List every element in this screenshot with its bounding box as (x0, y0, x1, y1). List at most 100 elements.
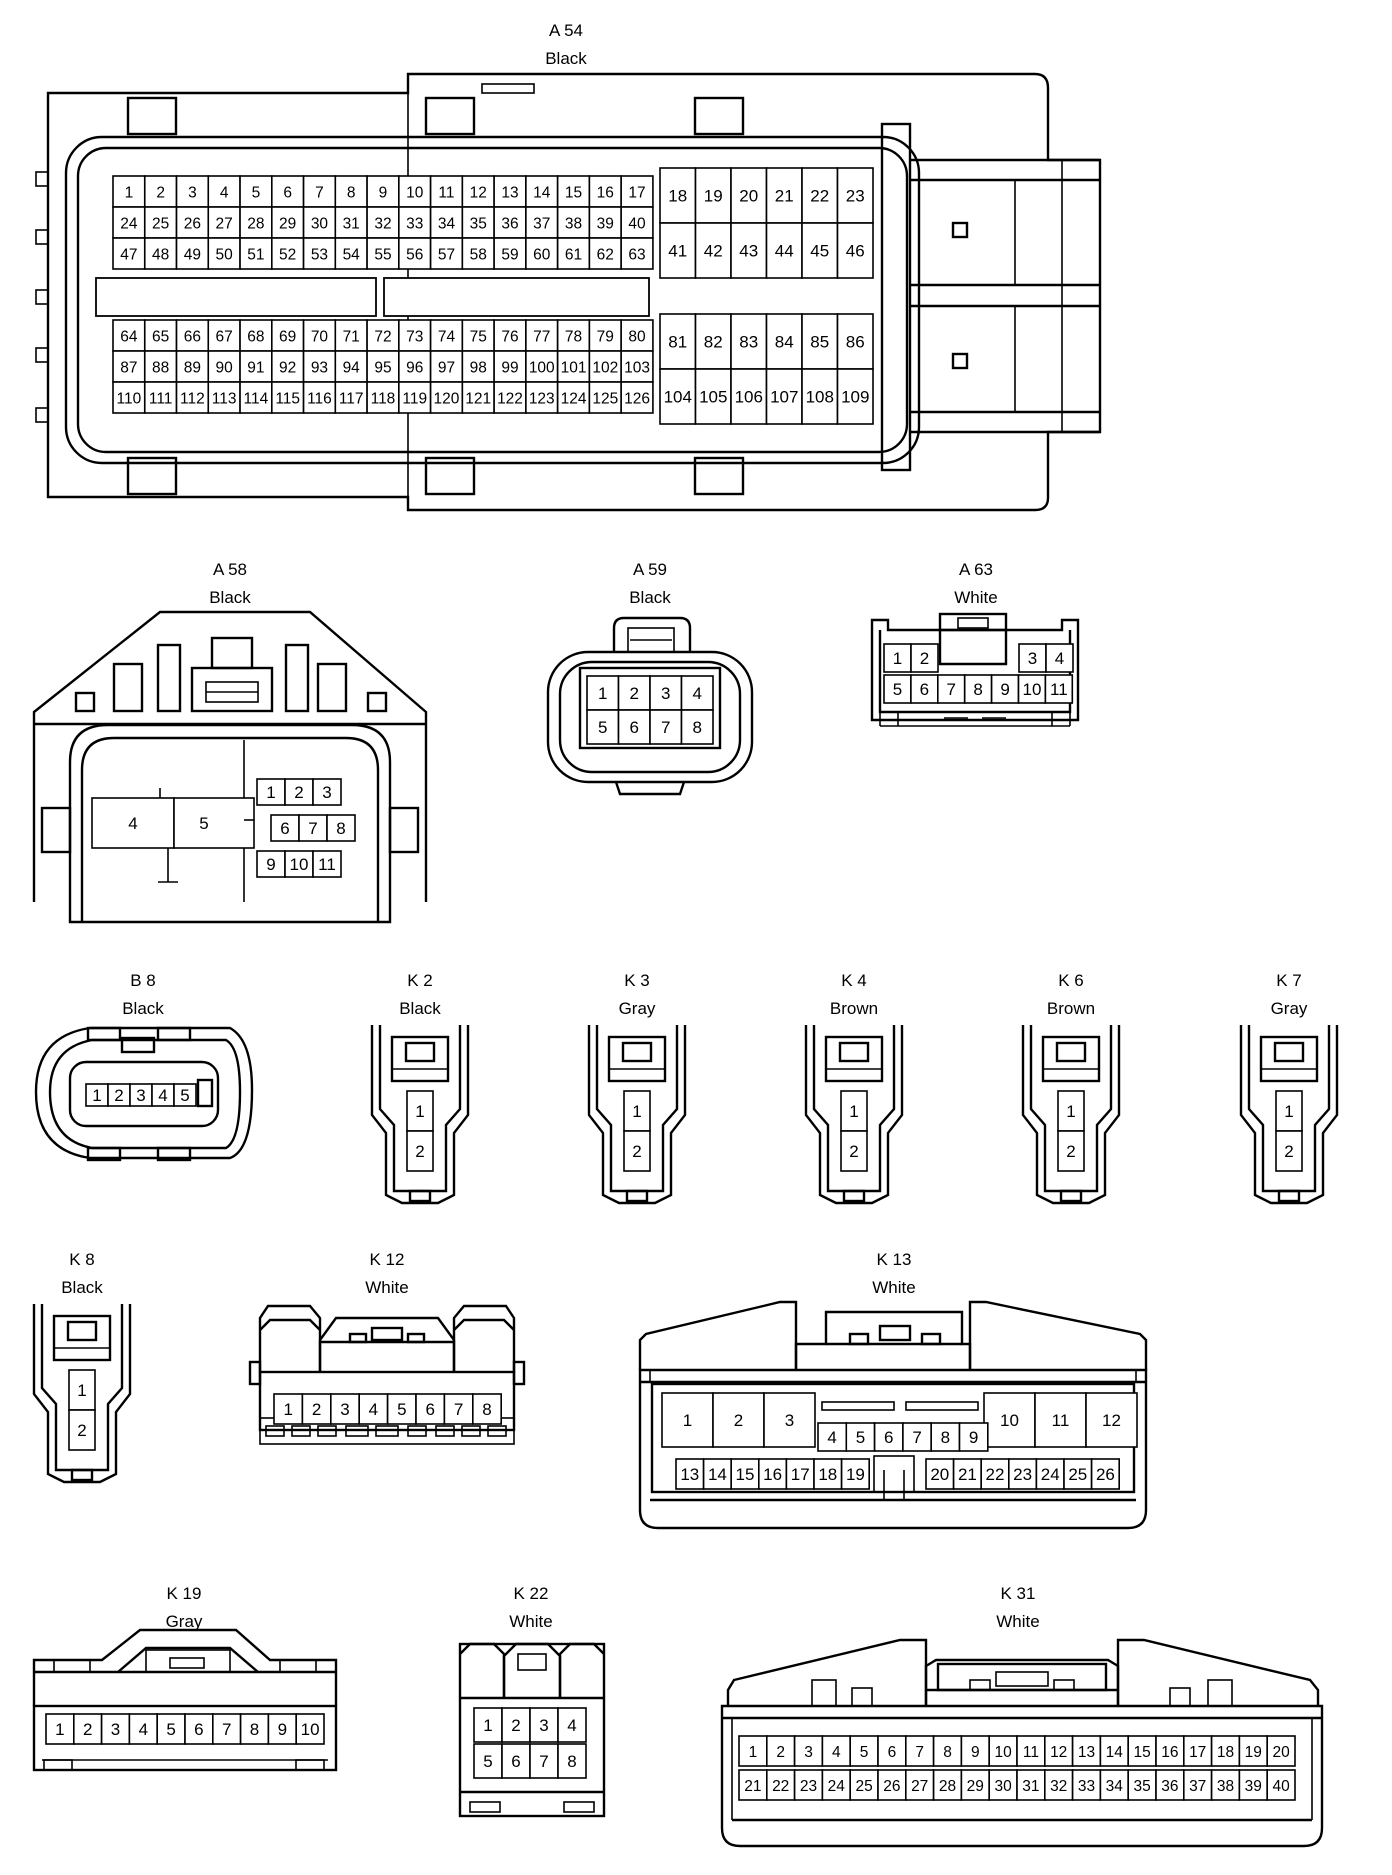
pin-number: 7 (661, 718, 670, 737)
pin-number: 115 (275, 391, 300, 408)
pin-number: 58 (470, 247, 487, 264)
connector-label: K 4 (841, 971, 867, 990)
pin-cell: 26 (877, 1769, 907, 1801)
pin-cell: 3 (312, 778, 342, 806)
pin-number: 5 (180, 1086, 189, 1105)
pin-number: 90 (216, 360, 234, 377)
pin-number: 9 (278, 1720, 287, 1739)
pin-number: 34 (1106, 1778, 1124, 1795)
pin-number: 10 (406, 185, 424, 202)
connector-label: K 13 (877, 1250, 912, 1269)
pin-cell: 17 (785, 1458, 815, 1490)
pin-cell: 13 (675, 1458, 705, 1490)
pin-cell: 55 (366, 237, 400, 270)
pin-number: 21 (958, 1465, 977, 1484)
pin-cell: 31 (1016, 1769, 1046, 1801)
pin-cell: 21 (952, 1458, 982, 1490)
pin-cell: 74 (429, 319, 464, 352)
pin-cell: 116 (302, 381, 337, 414)
pin-number: 76 (501, 329, 518, 346)
pin-cell: 19 (1238, 1735, 1269, 1767)
pin-number: 6 (920, 680, 929, 699)
pin-number: 1 (632, 1102, 641, 1121)
pin-number: 6 (888, 1744, 897, 1761)
connector-color: White (996, 1612, 1039, 1631)
pin-cell: 103 (620, 350, 654, 383)
pin-number: 8 (941, 1428, 950, 1447)
pin-cell: 12 (461, 175, 495, 208)
pin-cell: 36 (493, 206, 527, 239)
pin-number: 23 (846, 187, 865, 206)
pin-number: 4 (827, 1428, 836, 1447)
pin-number: 4 (693, 684, 702, 703)
pin-cell: 67 (207, 319, 241, 352)
connector-color: Brown (1047, 999, 1095, 1018)
connector-color: White (954, 588, 997, 607)
pin-cell: 39 (1238, 1769, 1269, 1801)
pin-number: 13 (680, 1465, 699, 1484)
pin-number: 3 (539, 1716, 548, 1735)
pin-cell: 31 (334, 206, 368, 239)
pin-cell: 46 (836, 222, 874, 279)
pin-cell: 16 (757, 1458, 788, 1490)
pin-number: 16 (763, 1465, 782, 1484)
pin-cell: 88 (143, 350, 178, 383)
pin-number: 124 (561, 391, 587, 408)
pin-cell: 6 (270, 175, 305, 208)
connector-label: K 3 (624, 971, 650, 990)
pin-cell: 1 (68, 1369, 96, 1411)
pin-number: 106 (735, 388, 763, 407)
pin-cell: 22 (801, 167, 839, 224)
pin-number: 14 (533, 185, 551, 202)
pin-number: 61 (565, 247, 582, 264)
connector-k2-housing: 12 (370, 1025, 470, 1205)
connector-k8-housing: 12 (32, 1304, 132, 1484)
pin-number: 85 (810, 333, 829, 352)
pin-cell: 1 (112, 175, 146, 208)
connector-color: Gray (1271, 999, 1308, 1018)
pin-cell: 13 (493, 175, 527, 208)
pin-cell: 7 (649, 709, 683, 745)
pin-cell: 2 (1275, 1130, 1303, 1172)
pin-cell: 1 (406, 1090, 434, 1132)
pin-number: 1 (1066, 1102, 1075, 1121)
pin-cell: 10 (1017, 674, 1047, 704)
connector-label: K 31 (1001, 1584, 1036, 1603)
pin-number: 98 (470, 360, 487, 377)
pin-cell: 8 (326, 814, 356, 842)
pin-cell: 19 (840, 1458, 870, 1490)
pin-cell: 48 (143, 237, 178, 270)
pin-number: 8 (567, 1752, 576, 1771)
pin-number: 93 (311, 360, 328, 377)
pin-cell: 17 (620, 175, 654, 208)
connector-label: K 12 (370, 1250, 405, 1269)
connector-k3: K 3 Gray 12 (587, 971, 687, 1205)
pin-cell: 50 (207, 237, 241, 270)
pin-number: 49 (184, 247, 201, 264)
pin-cell: 20 (730, 167, 768, 224)
pin-cell: 6 (877, 1735, 907, 1767)
pin-cell: 2 (107, 1083, 131, 1107)
pin-cell: 37 (525, 206, 559, 239)
pin-number: 15 (565, 185, 582, 202)
pin-cell: 11 (1034, 1392, 1087, 1448)
pin-cell: 69 (270, 319, 305, 352)
pin-number: 18 (668, 187, 687, 206)
pin-number: 3 (661, 684, 670, 703)
pin-number: 108 (806, 388, 834, 407)
pin-cell: 96 (398, 350, 432, 383)
pin-cell: 123 (525, 381, 559, 414)
pin-number: 122 (497, 391, 523, 408)
pin-number: 1 (749, 1744, 758, 1761)
pin-number: 81 (668, 333, 687, 352)
pin-cell: 95 (366, 350, 400, 383)
pin-number: 6 (511, 1752, 520, 1771)
pin-number: 11 (318, 855, 336, 874)
pin-number: 10 (1000, 1411, 1019, 1430)
pin-number: 7 (539, 1752, 548, 1771)
pin-number: 12 (470, 185, 487, 202)
pin-number: 6 (280, 819, 289, 838)
pin-cell: 37 (1183, 1769, 1213, 1801)
